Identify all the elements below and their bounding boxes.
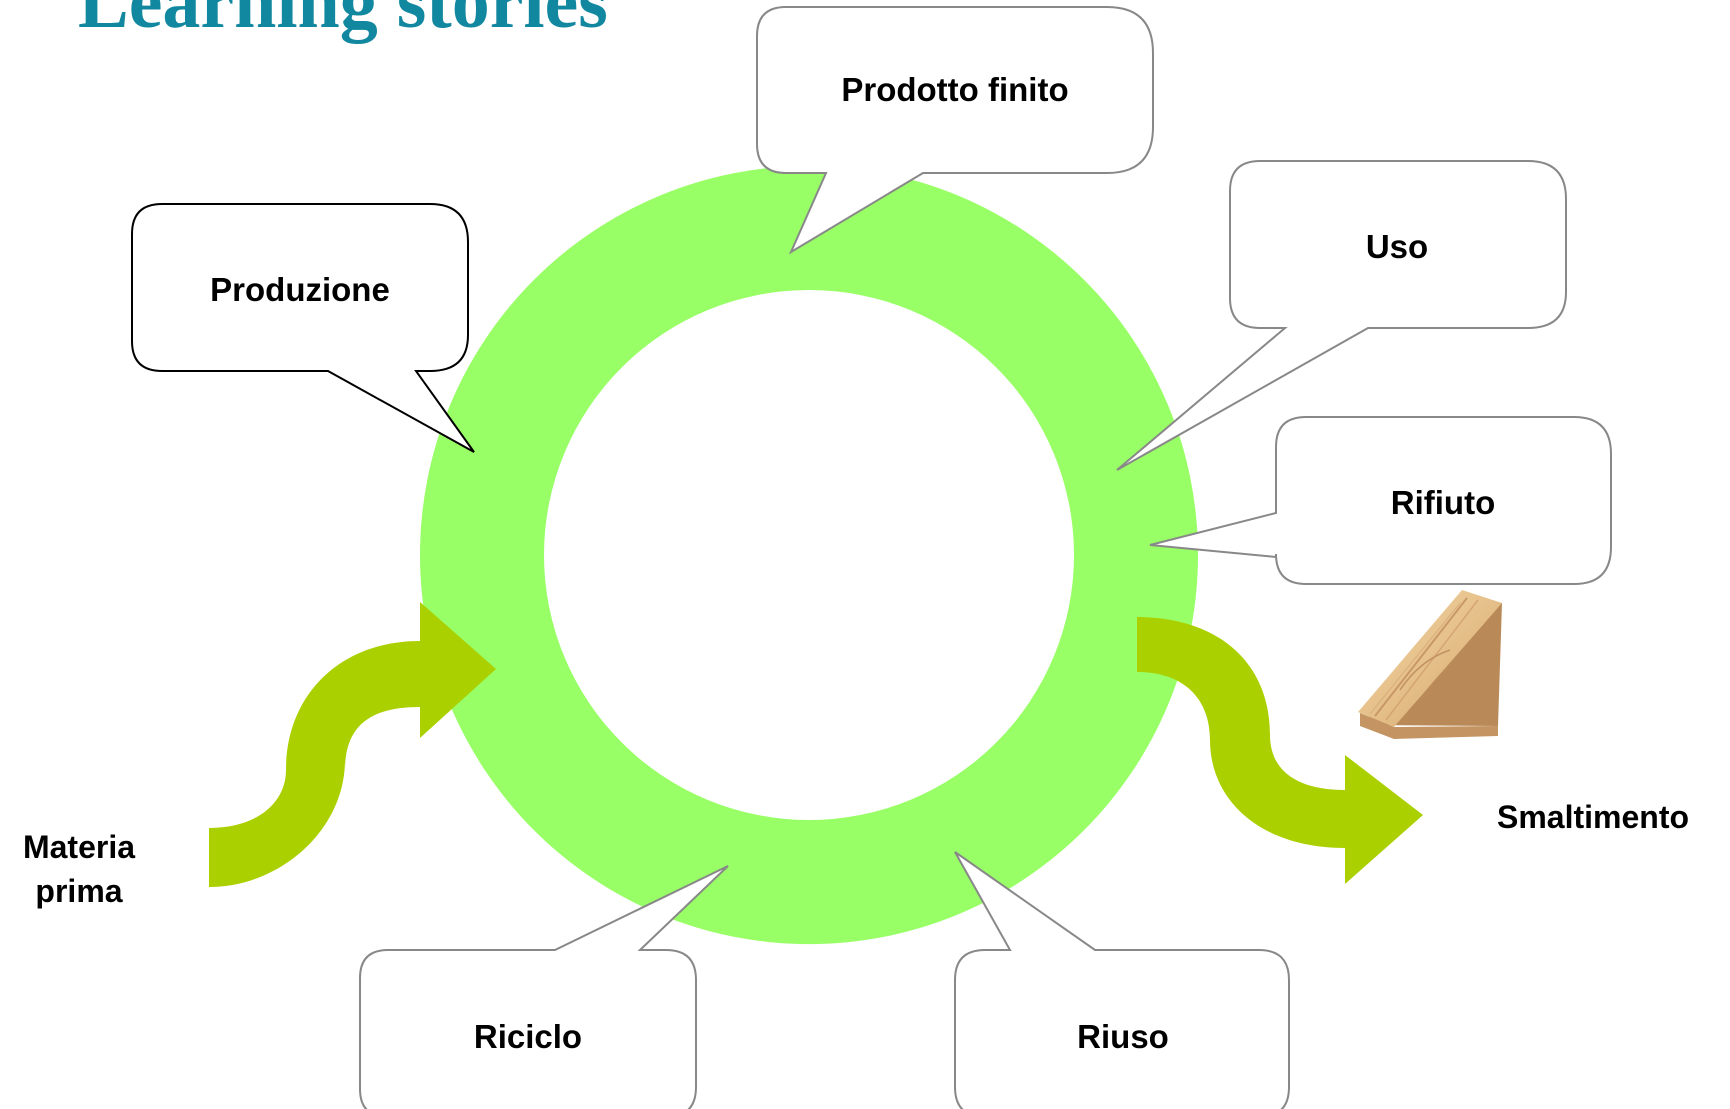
callout-prodotto-finito: Prodotto finito	[756, 6, 1154, 255]
life-cycle-ring	[419, 165, 1199, 945]
wood-plank-icon	[1358, 590, 1502, 739]
stage-label-prodotto-finito: Prodotto finito	[841, 71, 1068, 108]
callout-produzione: Produzione	[131, 203, 475, 453]
callout-uso: Uso	[1116, 160, 1567, 471]
curved-arrow-out-icon	[1137, 617, 1423, 884]
callout-riciclo: Riciclo	[359, 865, 729, 1109]
stage-label-rifiuto: Rifiuto	[1391, 484, 1495, 521]
input-label-materia-prima-line2: prima	[35, 873, 122, 909]
input-label-materia-prima-line1: Materia	[23, 829, 135, 865]
stage-label-riuso: Riuso	[1077, 1018, 1169, 1055]
page-title: Learning stories	[78, 0, 608, 44]
stage-label-produzione: Produzione	[210, 271, 390, 308]
callout-rifiuto: Rifiuto	[1149, 416, 1612, 585]
output-label-smaltimento: Smaltimento	[1497, 799, 1689, 835]
stage-label-uso: Uso	[1366, 228, 1428, 265]
stage-label-riciclo: Riciclo	[474, 1018, 582, 1055]
callout-riuso: Riuso	[954, 851, 1290, 1109]
curved-arrow-in-icon	[209, 602, 496, 887]
